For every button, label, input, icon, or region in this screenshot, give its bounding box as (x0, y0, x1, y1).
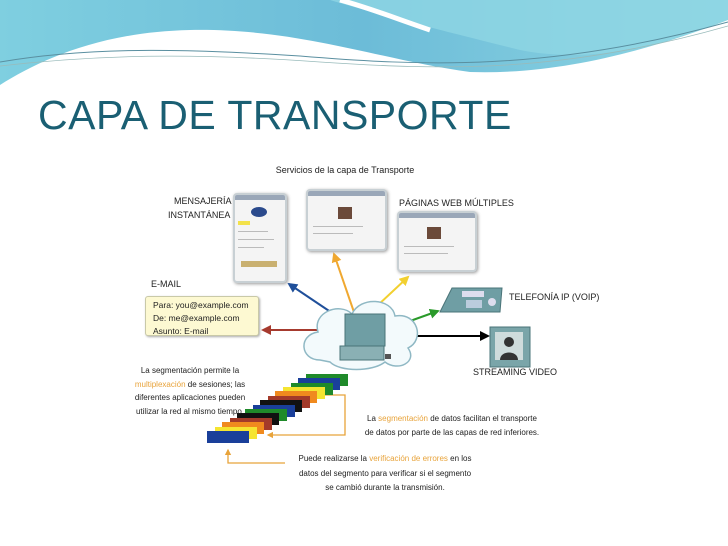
note-line: Puede realizarse la verificación de erro… (285, 452, 485, 467)
web-page-screenshot-right (397, 211, 477, 272)
note-text: Puede realizarse la (298, 454, 370, 463)
streaming-video-monitor-icon (489, 326, 531, 368)
label-email: E-MAIL (151, 279, 182, 289)
label-instant-messaging-2: INSTANTÁNEA (168, 210, 231, 220)
label-instant-messaging-1: MENSAJERÍA (174, 196, 232, 206)
label-voip: TELEFONÍA IP (VOIP) (509, 292, 600, 302)
note-line: datos del segmento para verificar si el … (298, 468, 472, 478)
email-message-box: Para: you@example.com De: me@example.com… (145, 296, 259, 336)
web-page-screenshot-center (306, 189, 387, 251)
note-text: La (367, 414, 379, 423)
header-wave-decoration (0, 0, 728, 85)
note-line: La segmentación permite la (140, 366, 240, 375)
diagram-heading: Servicios de la capa de Transporte (275, 165, 415, 175)
note-text: de datos facilitan el transporte (427, 414, 537, 423)
email-subject: Asunto: E-mail (153, 326, 209, 336)
highlight-multiplexing: multiplexación (134, 379, 186, 389)
note-segmentation: La segmentación de datos facilitan el tr… (352, 412, 552, 440)
note-line: de datos por parte de las capas de red i… (364, 428, 540, 437)
email-from: De: me@example.com (153, 313, 240, 323)
note-text: en los (447, 454, 472, 463)
note-line: se cambió durante la transmisión. (325, 483, 445, 492)
highlight-segmentation: segmentación (378, 414, 428, 423)
note-multiplexing: La segmentación permite la multiplexació… (125, 364, 255, 418)
highlight-error-checking: verificación de errores (369, 454, 448, 463)
note-line: La segmentación de datos facilitan el tr… (352, 412, 552, 426)
note-line: multiplexación de sesiones; las (125, 378, 255, 392)
instant-messaging-screenshot (233, 193, 287, 283)
note-line: diferentes aplicaciones pueden (134, 393, 246, 402)
data-segment (207, 431, 249, 443)
label-streaming-video: STREAMING VIDEO (473, 367, 558, 377)
computer-icon (339, 313, 391, 361)
slide-title: CAPA DE TRANSPORTE (38, 92, 512, 138)
note-line: utilizar la red al mismo tiempo. (135, 406, 245, 416)
web-arrow-center (331, 252, 357, 319)
ip-phone-icon (439, 287, 503, 313)
note-error-checking: Puede realizarse la verificación de erro… (285, 452, 485, 496)
email-to: Para: you@example.com (153, 300, 249, 310)
label-web-pages: PÁGINAS WEB MÚLTIPLES (399, 198, 514, 208)
note-text: de sesiones; las (185, 379, 246, 389)
